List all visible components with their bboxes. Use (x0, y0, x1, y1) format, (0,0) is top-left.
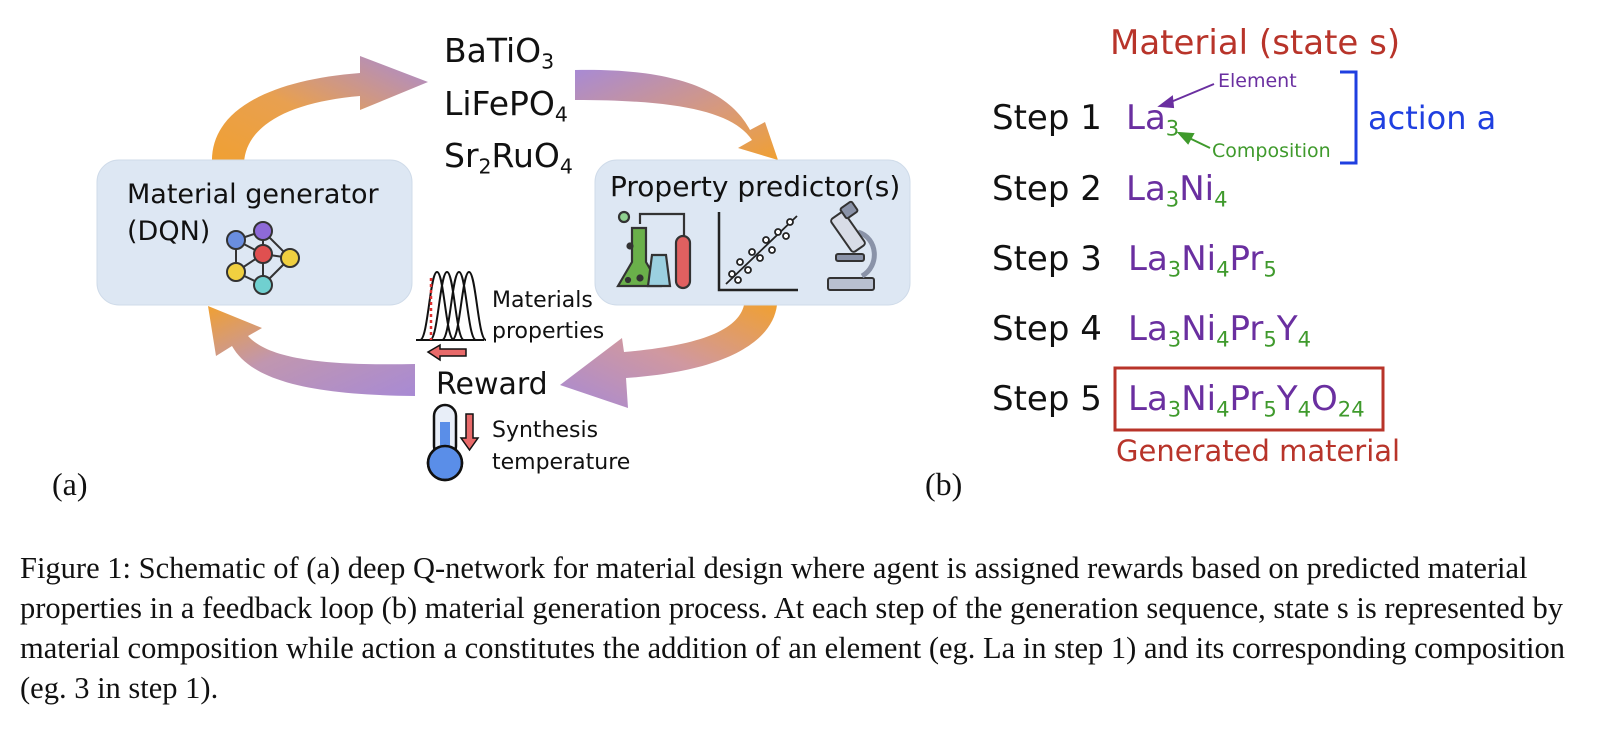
loop-arrow-reward-to-generator (208, 306, 415, 396)
composition-token: 3 (1165, 186, 1180, 212)
panel-a-label: (a) (52, 466, 88, 502)
composition-annotation-arrow (1176, 131, 1211, 149)
element-annotation: Element (1218, 70, 1297, 92)
element-token: Pr (1229, 309, 1264, 349)
material-2: LiFePO4 (444, 83, 568, 127)
composition-token: 4 (1216, 256, 1230, 282)
element-token: Ni (1181, 239, 1217, 279)
element-token: La (1126, 98, 1166, 138)
lab-flasks-icon (616, 210, 692, 290)
synthesis-label-line2: temperature (492, 450, 631, 475)
composition-token: 4 (1216, 396, 1230, 422)
properties-label-line2: properties (492, 319, 605, 344)
generator-title: Material generator (127, 179, 379, 210)
generated-material-label: Generated material (1116, 434, 1401, 468)
synthesis-label-line1: Synthesis (492, 418, 599, 443)
step-3-formula: La3Ni4Pr5 (1128, 242, 1277, 280)
element-token: La (1128, 239, 1168, 279)
scatter-plot-icon (717, 212, 798, 292)
composition-token: 4 (1297, 326, 1312, 352)
decrease-arrow-icon (426, 343, 467, 362)
element-token: Ni (1181, 379, 1217, 419)
panel-b-label: (b) (925, 466, 963, 502)
action-bracket (1340, 70, 1358, 165)
thermometer-icon (426, 403, 464, 482)
neural-network-icon (226, 221, 300, 295)
down-arrow-icon (459, 413, 480, 452)
composition-token: 5 (1263, 396, 1277, 422)
composition-token: 4 (1297, 396, 1312, 422)
predictor-box (594, 159, 911, 306)
element-token: Ni (1181, 309, 1217, 349)
element-token: Pr (1229, 239, 1264, 279)
state-title: Material (state s) (1110, 23, 1401, 63)
materials-list: BaTiO3 LiFePO4 Sr2RuO4 (444, 30, 573, 188)
step-5-label: Step 5 (992, 379, 1102, 419)
composition-token: 3 (1167, 256, 1182, 282)
properties-label-line1: Materials (492, 288, 593, 313)
element-token: La (1126, 169, 1166, 209)
composition-token: 5 (1263, 326, 1277, 352)
composition-token: 24 (1337, 396, 1365, 422)
step-4-formula: La3Ni4Pr5Y4 (1128, 312, 1311, 350)
composition-token: 3 (1167, 396, 1182, 422)
composition-annotation: Composition (1212, 140, 1331, 162)
material-1: BaTiO3 (444, 31, 555, 74)
step-1-label: Step 1 (992, 98, 1102, 138)
generator-subtitle: (DQN) (127, 216, 211, 247)
element-token: Ni (1179, 169, 1215, 209)
action-label: action a (1368, 99, 1497, 137)
composition-token: 3 (1167, 326, 1182, 352)
material-3: Sr2RuO4 (444, 136, 573, 179)
element-token: Y (1276, 379, 1298, 419)
step-2-formula: La3Ni4 (1126, 172, 1228, 210)
element-token: Pr (1229, 379, 1264, 419)
element-token: Y (1276, 309, 1298, 349)
element-token: La (1128, 309, 1168, 349)
distribution-curves-icon (416, 270, 487, 341)
composition-token: 5 (1263, 256, 1277, 282)
figure-caption: Figure 1: Schematic of (a) deep Q-networ… (20, 551, 1565, 705)
loop-arrow-generator-to-materials (211, 56, 428, 163)
element-annotation-arrow (1157, 83, 1215, 109)
loop-arrow-materials-to-predictor (575, 69, 778, 160)
composition-token: 3 (1165, 115, 1180, 141)
microscope-icon (827, 200, 877, 291)
step-4-label: Step 4 (992, 309, 1102, 349)
loop-arrow-predictor-to-reward (560, 305, 777, 408)
step-2-label: Step 2 (992, 169, 1102, 209)
step-3-label: Step 3 (992, 239, 1102, 279)
step-5-formula: La3Ni4Pr5Y4O24 (1128, 382, 1365, 420)
reward-label: Reward (436, 367, 548, 402)
element-token: O (1311, 379, 1338, 419)
composition-token: 4 (1216, 326, 1230, 352)
generated-material-box (1113, 366, 1385, 432)
composition-token: 4 (1214, 186, 1228, 212)
element-token: La (1128, 379, 1168, 419)
step-1-formula: La3 (1126, 101, 1179, 139)
predictor-title: Property predictor(s) (610, 170, 901, 203)
